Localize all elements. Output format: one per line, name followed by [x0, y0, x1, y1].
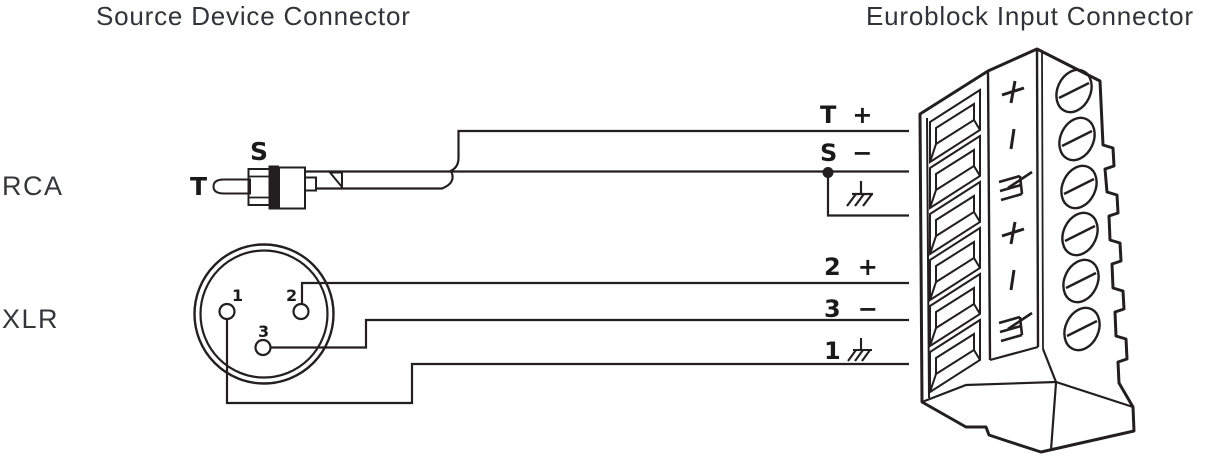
- euroblock-drawing: [918, 47, 1136, 454]
- rca-sleeve-label: S: [250, 137, 269, 166]
- xlr-connector-drawing: [193, 243, 335, 385]
- rca-row-label: RCA: [2, 171, 64, 201]
- rca-tip-label: T: [190, 172, 208, 201]
- screw: [1061, 211, 1099, 257]
- screw: [1062, 258, 1100, 304]
- euroblock-title: Euroblock Input Connector: [866, 1, 1194, 31]
- minus-marking: [1009, 269, 1016, 291]
- chassis-ground-icon: [846, 181, 873, 207]
- ground-marking: [998, 170, 1033, 202]
- slot-5: [929, 272, 981, 348]
- screw: [1060, 164, 1098, 210]
- xlr-inner-ring: [199, 249, 329, 379]
- xlr-pin-2-label: 2: [286, 286, 298, 305]
- screw: [1055, 68, 1093, 114]
- wire-letter: T: [820, 101, 837, 129]
- screw: [1063, 306, 1101, 352]
- xlr-pin-1-label: 1: [232, 286, 244, 305]
- wire-number: 3: [824, 295, 841, 323]
- rca-collar: [247, 168, 271, 206]
- slot-2: [929, 134, 981, 210]
- xlr-pin-2: [292, 302, 310, 321]
- screw: [1058, 116, 1096, 162]
- source-title: Source Device Connector: [96, 1, 411, 31]
- wire-label-pin1: 1: [824, 337, 841, 365]
- chassis-ground-icon: [847, 338, 872, 362]
- slot-1: [929, 88, 981, 164]
- wire-number: 1: [824, 337, 841, 365]
- polarity-sign: −: [852, 139, 873, 167]
- wire-number: 2: [824, 253, 841, 281]
- wire-label-pin3: 3 −: [824, 295, 878, 323]
- euroblock-body: [918, 47, 1136, 454]
- euroblock-slots: [929, 88, 981, 394]
- euroblock-screws: [1055, 68, 1101, 352]
- rca-band: [268, 165, 279, 210]
- plus-marking: [1001, 80, 1025, 104]
- junction-dot: [822, 167, 834, 178]
- polarity-sign: +: [852, 101, 873, 129]
- xlr-outer-ring: [193, 243, 335, 385]
- rca-plug-drawing: [212, 165, 343, 210]
- slot-4: [929, 226, 981, 302]
- euroblock-terminal-markings: [998, 80, 1033, 343]
- wire-letter: S: [820, 139, 838, 167]
- polarity-sign: +: [857, 253, 878, 281]
- rca-solder-tab: [327, 171, 343, 190]
- rca-body: [278, 166, 306, 210]
- xlr-pin-1: [218, 302, 236, 321]
- xlr-wires: [225, 281, 909, 405]
- rca-stub: [304, 176, 317, 192]
- polarity-sign: −: [857, 295, 878, 323]
- xlr-row-label: XLR: [2, 304, 60, 334]
- rca-wires: [305, 129, 909, 217]
- ground-marking: [998, 311, 1033, 343]
- wire-label-pin2: 2 +: [824, 253, 878, 281]
- slot-6: [929, 318, 981, 394]
- wire-label-tip: T +: [820, 101, 872, 129]
- rca-tip: [212, 178, 251, 195]
- xlr-pin-3-label: 3: [258, 322, 270, 341]
- minus-marking: [1009, 128, 1016, 150]
- plus-marking: [1001, 221, 1025, 245]
- slot-3: [929, 180, 981, 256]
- wire-label-sleeve: S −: [820, 139, 872, 167]
- xlr-pin-3: [254, 338, 272, 357]
